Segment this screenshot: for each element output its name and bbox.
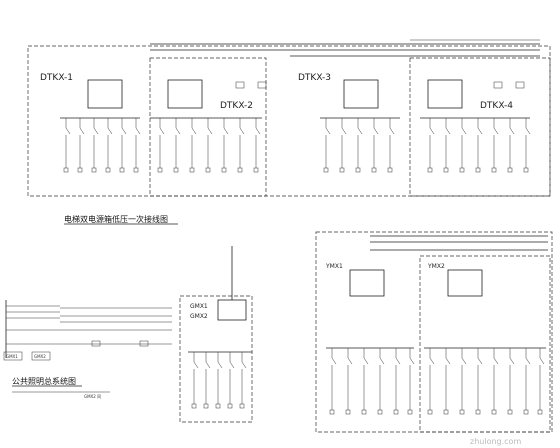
gmx1-panel-label: GMX1 — [6, 354, 18, 359]
gmx1-panel — [3, 351, 23, 361]
ymx1-ats-box — [349, 269, 385, 297]
box-label-ymx1: YMX1 — [325, 263, 343, 270]
box-label-gmx1: GMX1 — [190, 303, 208, 310]
box-label-gmx2: GMX2 — [190, 313, 208, 320]
box-label-dtkx-4: DTKX-4 — [480, 101, 513, 111]
ymx-section: YMX1 YMX2 — [315, 231, 553, 433]
caption-elevator: 电梯双电源箱低压一次接线图 — [64, 214, 168, 224]
gmx-frame — [179, 295, 253, 423]
elevator-frame — [27, 45, 551, 197]
lighting-note: GMX2 同 — [84, 394, 101, 399]
ymx2-ats-box — [447, 269, 483, 297]
elevator-section: DTKX-1 DTKX-2 DTKX-3 DTKX-4 — [27, 39, 551, 197]
box-label-ymx2: YMX2 — [427, 263, 445, 270]
ymx-frame — [315, 231, 553, 433]
box-label-dtkx-2: DTKX-2 — [220, 101, 253, 111]
lighting-section: GMX1 GMX2 GMX1 GMX2 — [3, 246, 253, 423]
dtkx-2-frame — [149, 57, 267, 197]
box-label-dtkx-3: DTKX-3 — [298, 73, 331, 83]
ymx2-frame — [419, 255, 551, 433]
box-label-dtkx-1: DTKX-1 — [40, 73, 73, 83]
watermark: zhulong.com — [470, 437, 521, 446]
ats-box-3 — [343, 79, 379, 109]
spd-symbols — [235, 81, 525, 89]
gmx-meter-box — [217, 299, 247, 321]
dtkx-4-frame — [409, 57, 551, 197]
ats-box-4 — [427, 79, 463, 109]
caption-lighting: 公共照明总系统图 — [12, 376, 76, 386]
gmx2-panel — [31, 351, 51, 361]
feeder-group-gmx — [191, 352, 247, 409]
ats-box-2 — [167, 79, 203, 109]
feeder-group-top — [63, 118, 531, 173]
ats-box-1 — [87, 79, 123, 109]
gmx2-panel-label: GMX2 — [34, 354, 46, 359]
feeder-group-ymx — [329, 348, 545, 415]
